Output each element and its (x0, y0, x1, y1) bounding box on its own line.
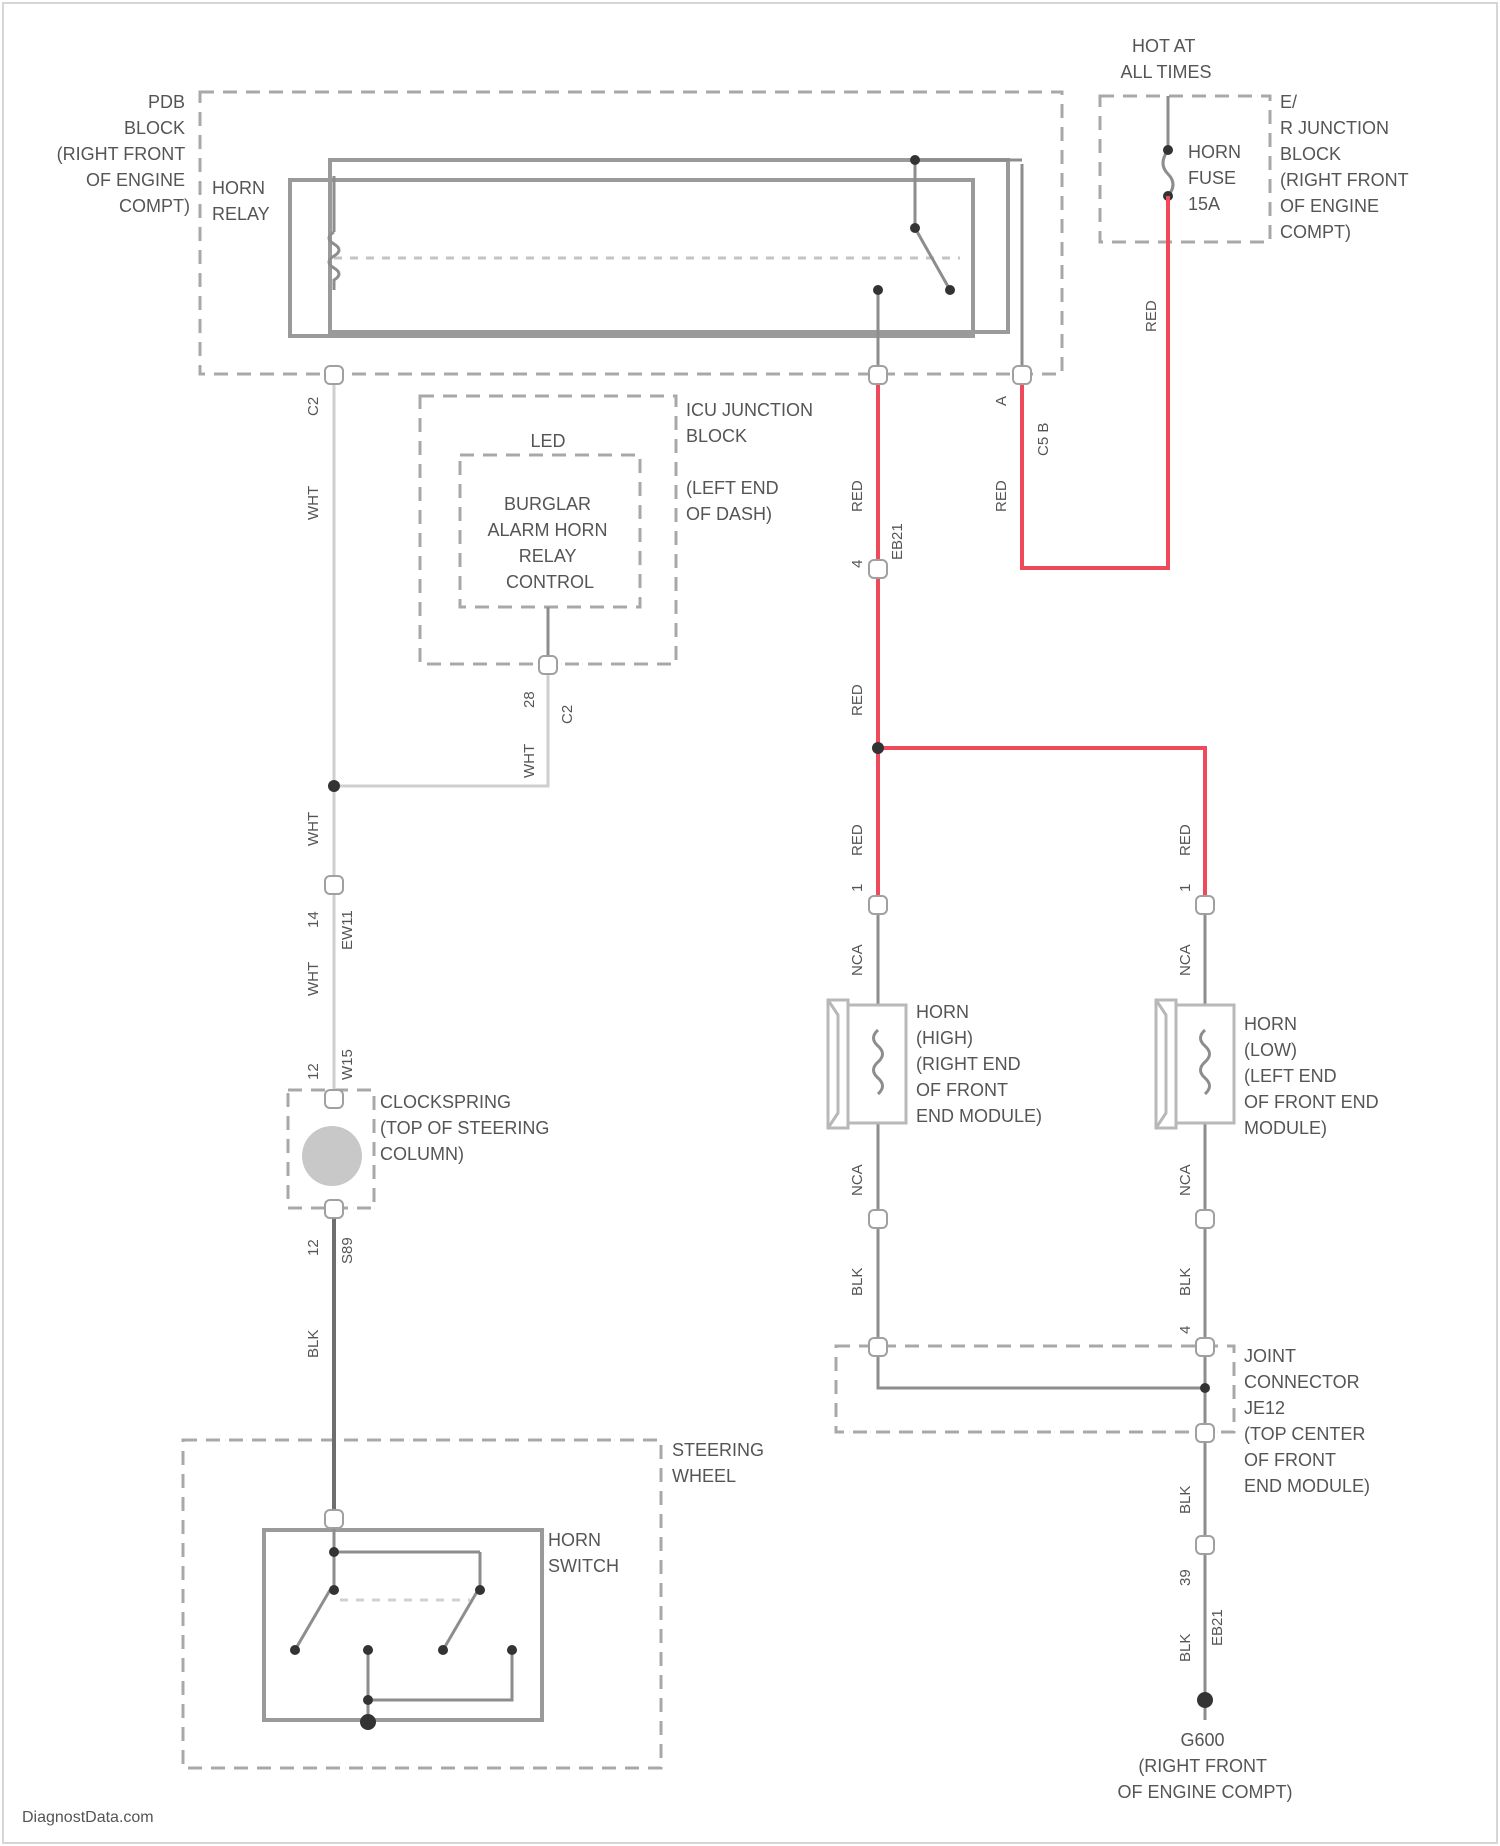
label-led: LED (530, 431, 565, 451)
pin-horn-low-top (1196, 896, 1214, 914)
wire-label-nca-low-top: NCA (1177, 944, 1194, 976)
wire-label-red-relay-1: RED (849, 480, 866, 512)
conn-label-pdb-right: C5 B (1035, 423, 1052, 456)
pin-je-left (869, 1338, 887, 1356)
pin-ew11 (325, 876, 343, 894)
pin-icu (539, 656, 557, 674)
conn-label-clock-in-pin: 12 (305, 1063, 322, 1080)
wire-label-red-horn-low: RED (1177, 824, 1194, 856)
pin-horn-high-top (869, 896, 887, 914)
wire-label-blk-high: BLK (849, 1268, 866, 1296)
conn-label-led-pin: 28 (521, 691, 538, 708)
switch-left-tip (290, 1645, 300, 1655)
pin-eb21 (869, 560, 887, 578)
conn-label-pdb-left: C2 (305, 397, 322, 416)
conn-label-clock-out-pin: 12 (305, 1239, 322, 1256)
wire-label-wht-splice: WHT (305, 812, 322, 846)
wire-label-blk-switch: BLK (305, 1330, 322, 1358)
wire-label-nca-high-bottom: NCA (849, 1164, 866, 1196)
conn-label-red-relay-pin: 4 (849, 560, 866, 568)
switch-right-tip (438, 1645, 448, 1655)
conn-label-clock-top: EW11 (339, 910, 356, 950)
pin-je-right (1196, 1338, 1214, 1356)
pin-switch (325, 1510, 343, 1528)
conn-label-ground-pin: 39 (1177, 1569, 1194, 1586)
pin-pdb-relay-out (869, 366, 887, 384)
wire-label-blk-je-2: BLK (1177, 1634, 1194, 1662)
wire-label-nca-high-top: NCA (849, 944, 866, 976)
horn-low-bell (1156, 1000, 1176, 1128)
wire-label-blk-low: BLK (1177, 1268, 1194, 1296)
pin-pdb-left (325, 366, 343, 384)
switch-contact-left (363, 1645, 373, 1655)
pin-ground-conn (1196, 1536, 1214, 1554)
switch-ground-node (363, 1695, 373, 1705)
pin-pdb-right (1013, 366, 1031, 384)
splice-red (872, 742, 884, 754)
joint-node (1200, 1383, 1210, 1393)
switch-right-pivot (475, 1585, 485, 1595)
conn-label-horn-low-pin: 1 (1177, 884, 1194, 892)
ground-point (1197, 1692, 1213, 1708)
switch-node-top (329, 1547, 339, 1557)
relay-pivot-node (910, 223, 920, 233)
pin-horn-high-bottom (869, 1210, 887, 1228)
switch-left-pivot (329, 1585, 339, 1595)
pin-je-out (1196, 1424, 1214, 1442)
relay-contact-node (873, 285, 883, 295)
pin-horn-low-bottom (1196, 1210, 1214, 1228)
conn-label-led: C2 (559, 705, 576, 724)
switch-ground-point (360, 1714, 376, 1730)
conn-label-clock-in: W15 (339, 1049, 356, 1080)
relay-blade-tip (945, 285, 955, 295)
horn-high-bell (828, 1000, 848, 1128)
wire-label-red-relay-2: RED (849, 684, 866, 716)
conn-label-ground: EB21 (1209, 1609, 1226, 1646)
conn-label-horn-high-pin: 1 (849, 884, 866, 892)
switch-contact-right (507, 1645, 517, 1655)
pin-clock-out (325, 1200, 343, 1218)
wire-label-wht-relay: WHT (305, 486, 322, 520)
wire-label-nca-low-bottom: NCA (1177, 1164, 1194, 1196)
wire-label-blk-je-1: BLK (1177, 1486, 1194, 1514)
conn-label-pdb-right-pin: A (993, 396, 1010, 406)
clockspring-coil (302, 1126, 362, 1186)
wire-label-red-pdb-right: RED (993, 480, 1010, 512)
wire-label-wht-led: WHT (521, 744, 538, 778)
fuse-node-top (1163, 145, 1173, 155)
relay-node-top (910, 155, 920, 165)
conn-label-clock-out: S89 (339, 1237, 356, 1264)
splice-wht (328, 780, 340, 792)
conn-label-clock-top-pin: 14 (305, 911, 322, 928)
wire-label-red-horn-high: RED (849, 824, 866, 856)
watermark: DiagnostData.com (22, 1809, 154, 1826)
wire-label-red-fuse: RED (1143, 300, 1160, 332)
pin-clock-in (325, 1090, 343, 1108)
conn-label-je-pin: 4 (1177, 1326, 1194, 1334)
conn-label-red-relay: EB21 (889, 523, 906, 560)
wire-label-wht-clock: WHT (305, 962, 322, 996)
